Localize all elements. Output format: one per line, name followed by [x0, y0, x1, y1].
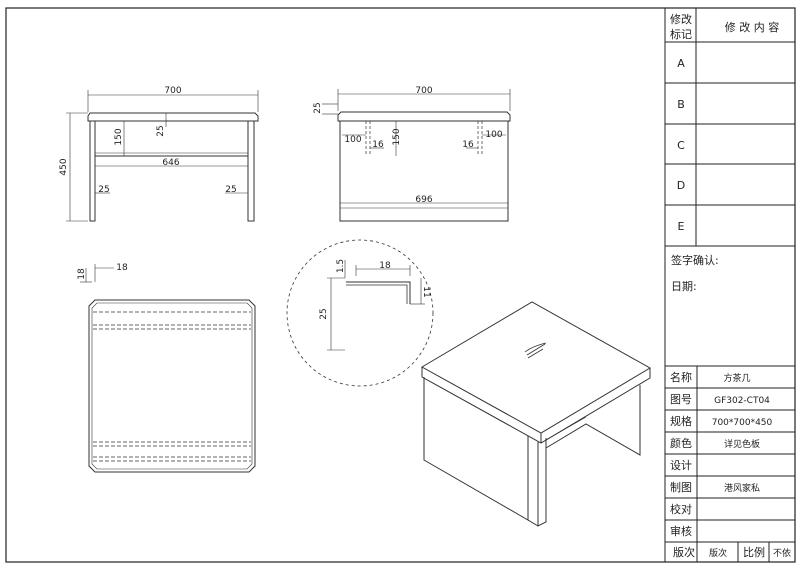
- tb-label-scale: 比例: [743, 545, 765, 559]
- tb-label-review: 审核: [670, 524, 692, 538]
- tb-value-color: 详见色板: [724, 438, 760, 450]
- detail-d2-dim: 18: [379, 261, 391, 271]
- sheet-border: [5, 7, 796, 563]
- side-d2-dim: 150: [392, 128, 402, 145]
- detail-d4-dim: 11: [421, 286, 431, 297]
- tb-value-drawing-no: GF302-CT04: [714, 396, 770, 406]
- detail-view: [286, 239, 434, 387]
- side-width-dim: 700: [415, 86, 432, 96]
- rev-mark-b: B: [677, 98, 685, 111]
- top-view: [80, 264, 256, 473]
- top-d2-dim: 18: [116, 263, 128, 273]
- tb-value-edition: 版次: [709, 547, 727, 559]
- front-leg-right-dim: 25: [225, 185, 236, 195]
- signature-label: 签字确认:: [671, 253, 719, 267]
- side-d5-dim: 100: [485, 130, 502, 140]
- side-top: [337, 111, 511, 122]
- front-leg-left-dim: 25: [98, 185, 109, 195]
- tb-label-color: 颜色: [670, 436, 692, 450]
- front-leg-left: [89, 120, 96, 222]
- front-topthk-dim: 25: [156, 125, 166, 136]
- front-height-dim: 450: [59, 158, 69, 175]
- tb-value-scale: 不依: [773, 547, 791, 559]
- front-width-dim: 700: [164, 86, 181, 96]
- tb-value-spec: 700*700*450: [712, 418, 773, 428]
- side-panel: [339, 120, 509, 222]
- tb-label-name: 名称: [670, 370, 692, 384]
- front-apron-dim: 150: [114, 128, 124, 145]
- tb-label-edition: 版次: [673, 545, 695, 559]
- iso-logo-icon: [524, 342, 547, 359]
- detail-d3-dim: 25: [319, 308, 329, 319]
- iso-front-panel: [423, 377, 529, 521]
- side-view: [322, 89, 511, 222]
- rev-mark-header-2: 标记: [670, 27, 692, 41]
- rev-mark-e: E: [678, 220, 685, 233]
- tb-value-drafting: 港风家私: [724, 482, 760, 494]
- front-leg-right: [247, 120, 255, 222]
- rev-mark-d: D: [677, 179, 685, 192]
- title-block: [664, 8, 795, 562]
- tb-label-check: 校对: [670, 502, 692, 516]
- front-view: [66, 90, 259, 222]
- side-bottom-dim: 696: [415, 195, 432, 205]
- rev-mark-a: A: [677, 57, 685, 70]
- tb-label-spec: 规格: [670, 414, 692, 428]
- top-outline: [88, 299, 256, 473]
- date-label: 日期:: [671, 280, 697, 293]
- detail-circle: [286, 239, 434, 387]
- isometric-view: [420, 301, 651, 527]
- rev-mark-c: C: [677, 139, 685, 152]
- front-top: [87, 112, 259, 122]
- front-inner-dim: 646: [162, 158, 179, 168]
- tb-value-name: 方茶几: [723, 372, 750, 384]
- detail-d1-dim: 1.5: [336, 259, 346, 273]
- top-d1-dim: 18: [77, 268, 87, 280]
- side-d1-dim: 100: [344, 135, 361, 145]
- side-d3-dim: 16: [372, 140, 384, 150]
- rev-content-header: 修 改 内 容: [725, 20, 780, 34]
- iso-top-face: [420, 301, 651, 434]
- detail-profile: [346, 281, 411, 304]
- tb-label-drafting: 制图: [670, 481, 692, 494]
- tb-label-drawing-no: 图号: [670, 393, 692, 406]
- tb-label-design: 设计: [670, 459, 692, 472]
- rev-mark-header-1: 修改: [670, 12, 692, 26]
- side-topthk-dim: 25: [313, 102, 323, 113]
- side-d4-dim: 16: [462, 140, 474, 150]
